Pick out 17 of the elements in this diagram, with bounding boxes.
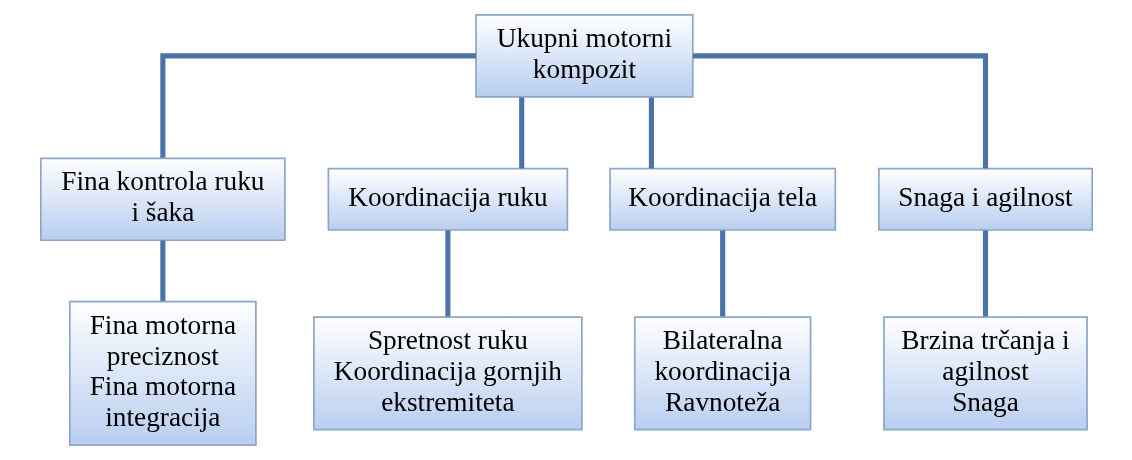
node-box: Koordinacija tela [608,167,836,231]
node-box: Snaga i agilnost [877,167,1093,231]
node-box: Spretnost ruku Koordinacija gornjih ekstremiteta [312,316,583,431]
node-box: Fina motorna preciznost Fina motorna integracija [68,300,257,446]
connector [982,230,988,317]
node-box: Ukupni motorni kompozit [474,14,694,98]
connector [719,230,725,317]
node-box: Fina kontrola ruku i šaka [39,157,286,242]
connector [648,97,654,169]
connector [159,53,476,158]
node-box: Bilateralna koordinacija Ravnoteža [633,316,811,431]
node-box: Brzina trčanja i agilnost Snaga [882,316,1088,431]
node-box: Koordinacija ruku [327,167,568,231]
connector [692,53,988,169]
connector [518,97,524,169]
connector [159,240,165,302]
connector [444,230,450,317]
